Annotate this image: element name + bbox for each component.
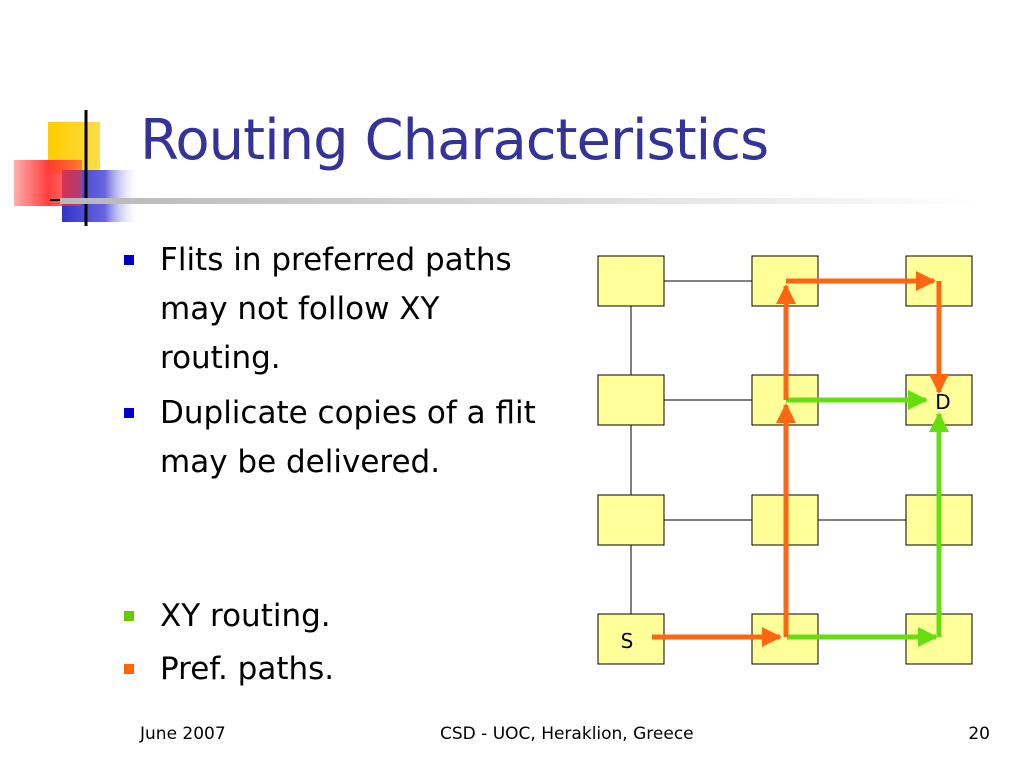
router-node	[597, 374, 665, 426]
source-label: S	[621, 629, 634, 653]
corner-decoration	[14, 110, 140, 226]
footer-organization: CSD - UOC, Heraklion, Greece	[440, 724, 694, 744]
footer-page-number: 20	[968, 724, 990, 744]
title-underline	[60, 198, 980, 204]
legend-marker-pref	[124, 664, 134, 674]
bullet-list: Flits in preferred paths may not follow …	[122, 236, 542, 487]
router-node	[597, 494, 665, 546]
footer-date: June 2007	[140, 724, 226, 744]
legend-text-pref: Pref. paths.	[160, 651, 335, 687]
legend-text-xy: XY routing.	[160, 598, 331, 634]
mesh-network-diagram: DS	[597, 255, 973, 665]
bullet-item: Flits in preferred paths may not follow …	[122, 236, 542, 383]
bullet-text: Flits in preferred paths may not follow …	[160, 242, 512, 376]
bullet-marker	[124, 408, 134, 418]
bullet-item: Duplicate copies of a flit may be delive…	[122, 389, 542, 487]
router-node	[597, 255, 665, 307]
bullet-text: Duplicate copies of a flit may be delive…	[160, 395, 536, 480]
legend-item-xy: XY routing.	[122, 592, 542, 641]
bullet-marker	[124, 255, 134, 265]
slide-title: Routing Characteristics	[140, 108, 769, 173]
legend-marker-xy	[124, 611, 134, 621]
destination-label: D	[935, 390, 950, 414]
path-legend: XY routing. Pref. paths.	[122, 592, 542, 694]
legend-item-pref: Pref. paths.	[122, 645, 542, 694]
